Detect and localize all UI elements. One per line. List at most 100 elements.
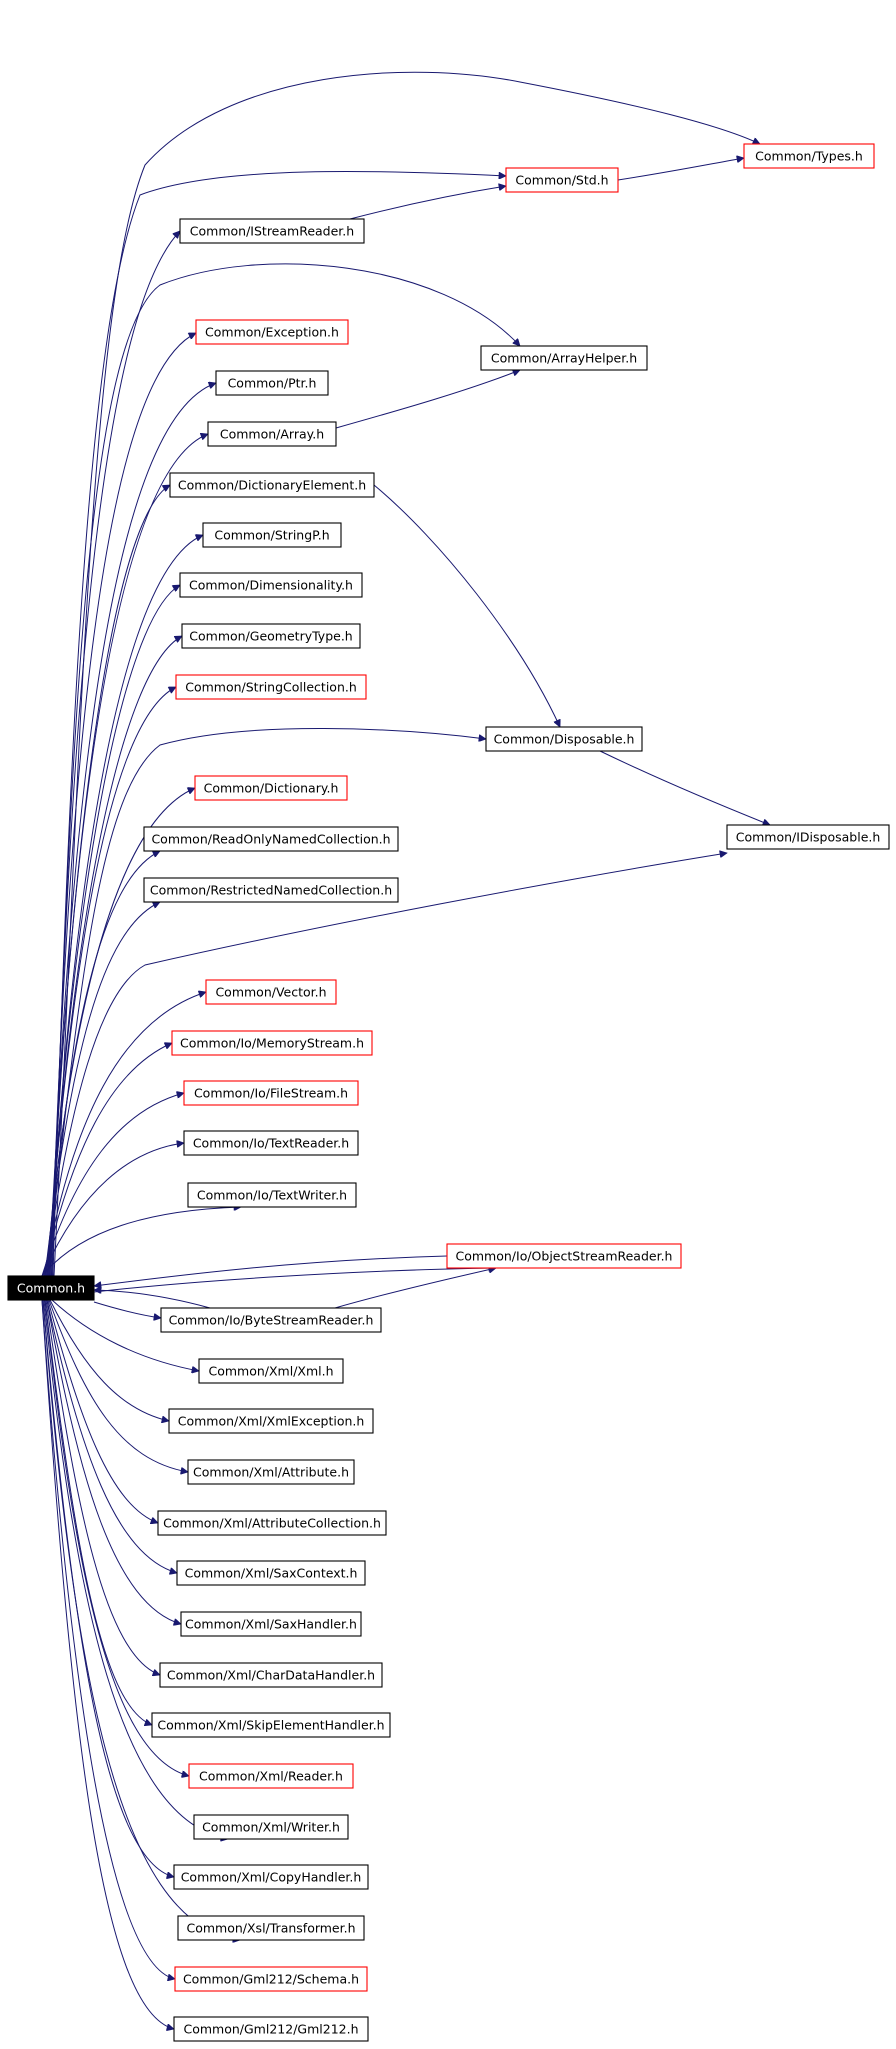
- node-label: Common/Xml/AttributeCollection.h: [163, 1516, 381, 1531]
- edge-disposable-to-idisposable: [599, 750, 770, 825]
- edge-objectstreamreader-to-common: [94, 1255, 448, 1286]
- node-textreader[interactable]: Common/Io/TextReader.h: [183, 1130, 359, 1156]
- node-box: [202, 522, 342, 548]
- node-bytestreamreader[interactable]: Common/Io/ByteStreamReader.h: [160, 1307, 382, 1333]
- node-gml212[interactable]: Common/Gml212/Gml212.h: [173, 2016, 369, 2042]
- node-ptr[interactable]: Common/Ptr.h: [215, 370, 329, 396]
- node-label: Common/RestrictedNamedCollection.h: [150, 883, 392, 898]
- node-box: [7, 1275, 95, 1301]
- node-dictelem[interactable]: Common/DictionaryElement.h: [169, 472, 375, 498]
- node-box: [169, 472, 375, 498]
- node-box: [143, 826, 399, 852]
- node-idisposable[interactable]: Common/IDisposable.h: [726, 824, 890, 850]
- edge-common-to-reader: [44, 1299, 189, 1776]
- node-istreamreader[interactable]: Common/IStreamReader.h: [179, 218, 365, 244]
- node-objectstreamreader[interactable]: Common/Io/ObjectStreamReader.h: [446, 1243, 682, 1269]
- edge-common-to-filestream: [41, 1093, 184, 1277]
- node-box: [446, 1243, 682, 1269]
- edge-common-to-saxcontext: [46, 1299, 177, 1573]
- node-exception[interactable]: Common/Exception.h: [195, 319, 349, 345]
- edge-common-to-vector: [43, 992, 206, 1277]
- edge-common-to-disposable: [46, 727, 486, 1277]
- node-schema[interactable]: Common/Gml212/Schema.h: [174, 1966, 368, 1992]
- edge-dictelem-to-disposable: [373, 484, 560, 727]
- node-label: Common/IStreamReader.h: [190, 224, 354, 239]
- node-box: [215, 370, 329, 396]
- edge-std-to-types: [617, 158, 744, 181]
- node-reader[interactable]: Common/Xml/Reader.h: [188, 1763, 354, 1789]
- node-box: [207, 421, 337, 447]
- node-xml[interactable]: Common/Xml/Xml.h: [198, 1358, 344, 1384]
- edge-common-to-schema: [41, 1299, 175, 1979]
- node-label: Common/Xml/SaxHandler.h: [185, 1617, 357, 1632]
- edge-common-to-copyhandler: [42, 1299, 174, 1877]
- node-box: [195, 319, 349, 345]
- node-disposable[interactable]: Common/Disposable.h: [485, 726, 643, 752]
- node-transformer[interactable]: Common/Xsl/Transformer.h: [177, 1915, 365, 1941]
- node-common[interactable]: Common.h: [7, 1275, 95, 1301]
- node-box: [187, 1182, 357, 1208]
- node-std[interactable]: Common/Std.h: [505, 167, 619, 193]
- node-vector[interactable]: Common/Vector.h: [205, 979, 337, 1005]
- node-box: [480, 345, 648, 371]
- node-label: Common/Xml/SkipElementHandler.h: [157, 1718, 384, 1733]
- node-box: [177, 1915, 365, 1941]
- node-chardatahandler[interactable]: Common/Xml/CharDataHandler.h: [159, 1662, 383, 1688]
- node-label: Common/Gml212/Schema.h: [183, 1972, 359, 1987]
- node-array[interactable]: Common/Array.h: [207, 421, 337, 447]
- edge-common-to-writer: [43, 1299, 228, 1839]
- node-writer[interactable]: Common/Xml/Writer.h: [193, 1814, 349, 1840]
- edge-common-to-istreamreader: [51, 231, 180, 1277]
- node-box: [160, 1307, 382, 1333]
- node-readonlynamed[interactable]: Common/ReadOnlyNamedCollection.h: [143, 826, 399, 852]
- node-box: [205, 979, 337, 1005]
- edge-common-to-bytestreamreader: [93, 1301, 161, 1318]
- node-skipelementhandler[interactable]: Common/Xml/SkipElementHandler.h: [151, 1712, 391, 1738]
- node-filestream[interactable]: Common/Io/FileStream.h: [183, 1080, 359, 1106]
- edge-common-to-dictelem: [48, 484, 170, 1277]
- node-label: Common/Xml/XmlException.h: [178, 1414, 365, 1429]
- node-attribute[interactable]: Common/Xml/Attribute.h: [187, 1459, 355, 1485]
- edge-common-to-arrayhelper: [51, 263, 520, 1277]
- node-copyhandler[interactable]: Common/Xml/CopyHandler.h: [173, 1864, 369, 1890]
- node-label: Common/Dictionary.h: [204, 781, 339, 796]
- node-label: Common/StringCollection.h: [185, 680, 357, 695]
- edge-istreamreader-to-std: [349, 186, 506, 220]
- node-memorystream[interactable]: Common/Io/MemoryStream.h: [171, 1030, 373, 1056]
- node-dimensionality[interactable]: Common/Dimensionality.h: [179, 572, 363, 598]
- node-types[interactable]: Common/Types.h: [743, 143, 875, 169]
- node-attributecollection[interactable]: Common/Xml/AttributeCollection.h: [157, 1510, 387, 1536]
- node-box: [179, 572, 363, 598]
- edge-common-to-xml: [51, 1299, 199, 1371]
- node-saxcontext[interactable]: Common/Xml/SaxContext.h: [176, 1560, 366, 1586]
- node-label: Common/Xml/CopyHandler.h: [181, 1870, 362, 1885]
- node-arrayhelper[interactable]: Common/ArrayHelper.h: [480, 345, 648, 371]
- node-box: [485, 726, 643, 752]
- node-label: Common/Io/TextReader.h: [193, 1136, 349, 1151]
- node-saxhandler[interactable]: Common/Xml/SaxHandler.h: [180, 1611, 362, 1637]
- node-stringcollection[interactable]: Common/StringCollection.h: [175, 674, 367, 700]
- edge-array-to-arrayhelper: [335, 370, 520, 429]
- node-box: [168, 1408, 374, 1434]
- node-box: [188, 1763, 354, 1789]
- node-restrictednamed[interactable]: Common/RestrictedNamedCollection.h: [143, 877, 399, 903]
- edge-common-to-ptr: [49, 383, 216, 1277]
- node-label: Common/Io/TextWriter.h: [197, 1188, 347, 1203]
- node-label: Common/Xsl/Transformer.h: [186, 1921, 355, 1936]
- node-label: Common/ReadOnlyNamedCollection.h: [151, 832, 390, 847]
- node-geometrytype[interactable]: Common/GeometryType.h: [181, 623, 361, 649]
- node-xmlexception[interactable]: Common/Xml/XmlException.h: [168, 1408, 374, 1434]
- node-label: Common/IDisposable.h: [736, 830, 881, 845]
- node-box: [505, 167, 619, 193]
- node-box: [171, 1030, 373, 1056]
- edge-common-to-saxhandler: [46, 1299, 181, 1624]
- node-textwriter[interactable]: Common/Io/TextWriter.h: [187, 1182, 357, 1208]
- node-label: Common/DictionaryElement.h: [178, 478, 366, 493]
- node-dictionary[interactable]: Common/Dictionary.h: [194, 775, 348, 801]
- node-box: [183, 1080, 359, 1106]
- node-label: Common/Xml/Attribute.h: [193, 1465, 349, 1480]
- node-label: Common/Io/FileStream.h: [194, 1086, 348, 1101]
- node-label: Common/Ptr.h: [228, 376, 317, 391]
- node-stringp[interactable]: Common/StringP.h: [202, 522, 342, 548]
